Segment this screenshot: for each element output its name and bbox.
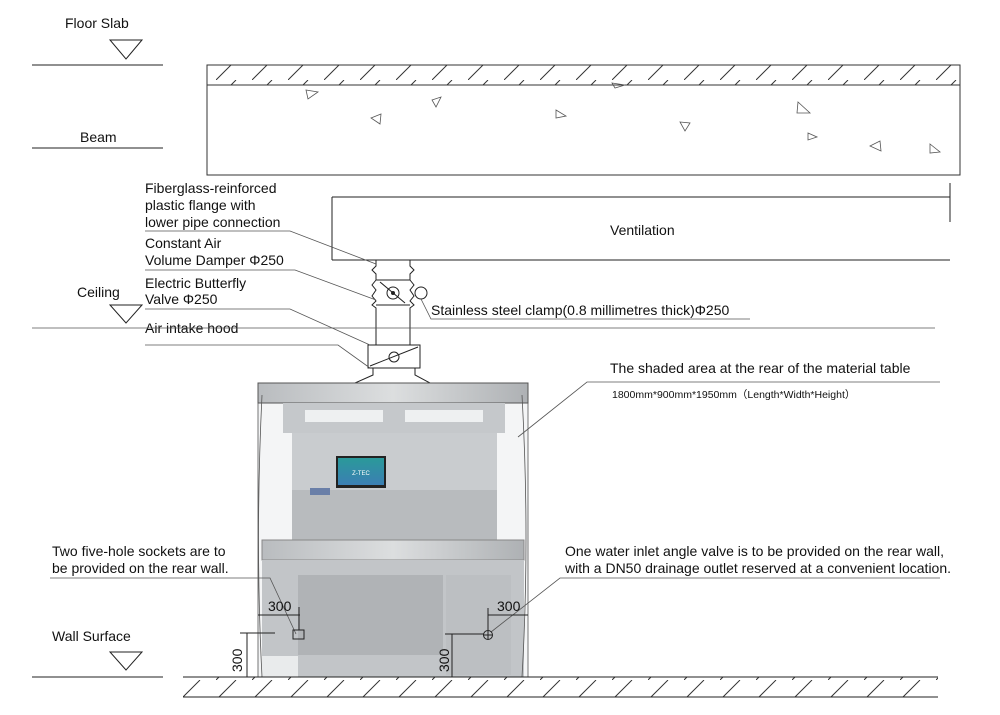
- floor-slab-label: Floor Slab: [65, 15, 129, 31]
- socket-icon: [292, 629, 305, 640]
- sockets-label-2: be provided on the rear wall.: [52, 560, 229, 576]
- material-table-photo: Z-TEC: [257, 382, 529, 678]
- beam-label: Beam: [80, 129, 117, 145]
- slab-hatch: [206, 64, 961, 86]
- beam-body: [206, 84, 961, 176]
- level-triangle-icon: [108, 304, 144, 324]
- water-horizontal-dim: 300: [497, 598, 521, 614]
- level-triangle-icon: [108, 39, 144, 60]
- water-vertical-dim: 300: [436, 648, 452, 672]
- ventilation-label: Ventilation: [610, 222, 675, 238]
- duct-assembly: [354, 260, 431, 384]
- socket-horizontal-dim: 300: [268, 598, 292, 614]
- socket-vertical-dim: 300: [229, 648, 245, 672]
- dimension-lines: [240, 607, 528, 677]
- flange-label-1: Fiberglass-reinforced: [145, 180, 277, 196]
- flange-label-3: lower pipe connection: [145, 214, 280, 230]
- sockets-label-1: Two five-hole sockets are to: [52, 543, 226, 559]
- clamp-label: Stainless steel clamp(0.8 millimetres th…: [431, 302, 729, 318]
- damper-label-2: Volume Damper Φ250: [145, 252, 284, 268]
- level-triangle-icon: [108, 651, 144, 671]
- ceiling-label: Ceiling: [77, 284, 120, 300]
- wall-surface-label: Wall Surface: [52, 628, 131, 644]
- butterfly-label-2: Valve Φ250: [145, 291, 218, 307]
- clamp-icon: [414, 286, 428, 300]
- butterfly-label-1: Electric Butterfly: [145, 275, 246, 291]
- flange-label-2: plastic flange with: [145, 197, 256, 213]
- damper-label-1: Constant Air: [145, 235, 222, 251]
- concrete-aggregate: [305, 82, 942, 154]
- floor-hatch: [183, 677, 938, 697]
- water-label-1: One water inlet angle valve is to be pro…: [565, 543, 944, 559]
- shaded-area-label: The shaded area at the rear of the mater…: [610, 360, 911, 376]
- monitor-brand: Z-TEC: [352, 471, 370, 477]
- dimensions-label: 1800mm*900mm*1950mm（Length*Width*Height）: [612, 389, 855, 401]
- water-label-2: with a DN50 drainage outlet reserved at …: [564, 560, 951, 576]
